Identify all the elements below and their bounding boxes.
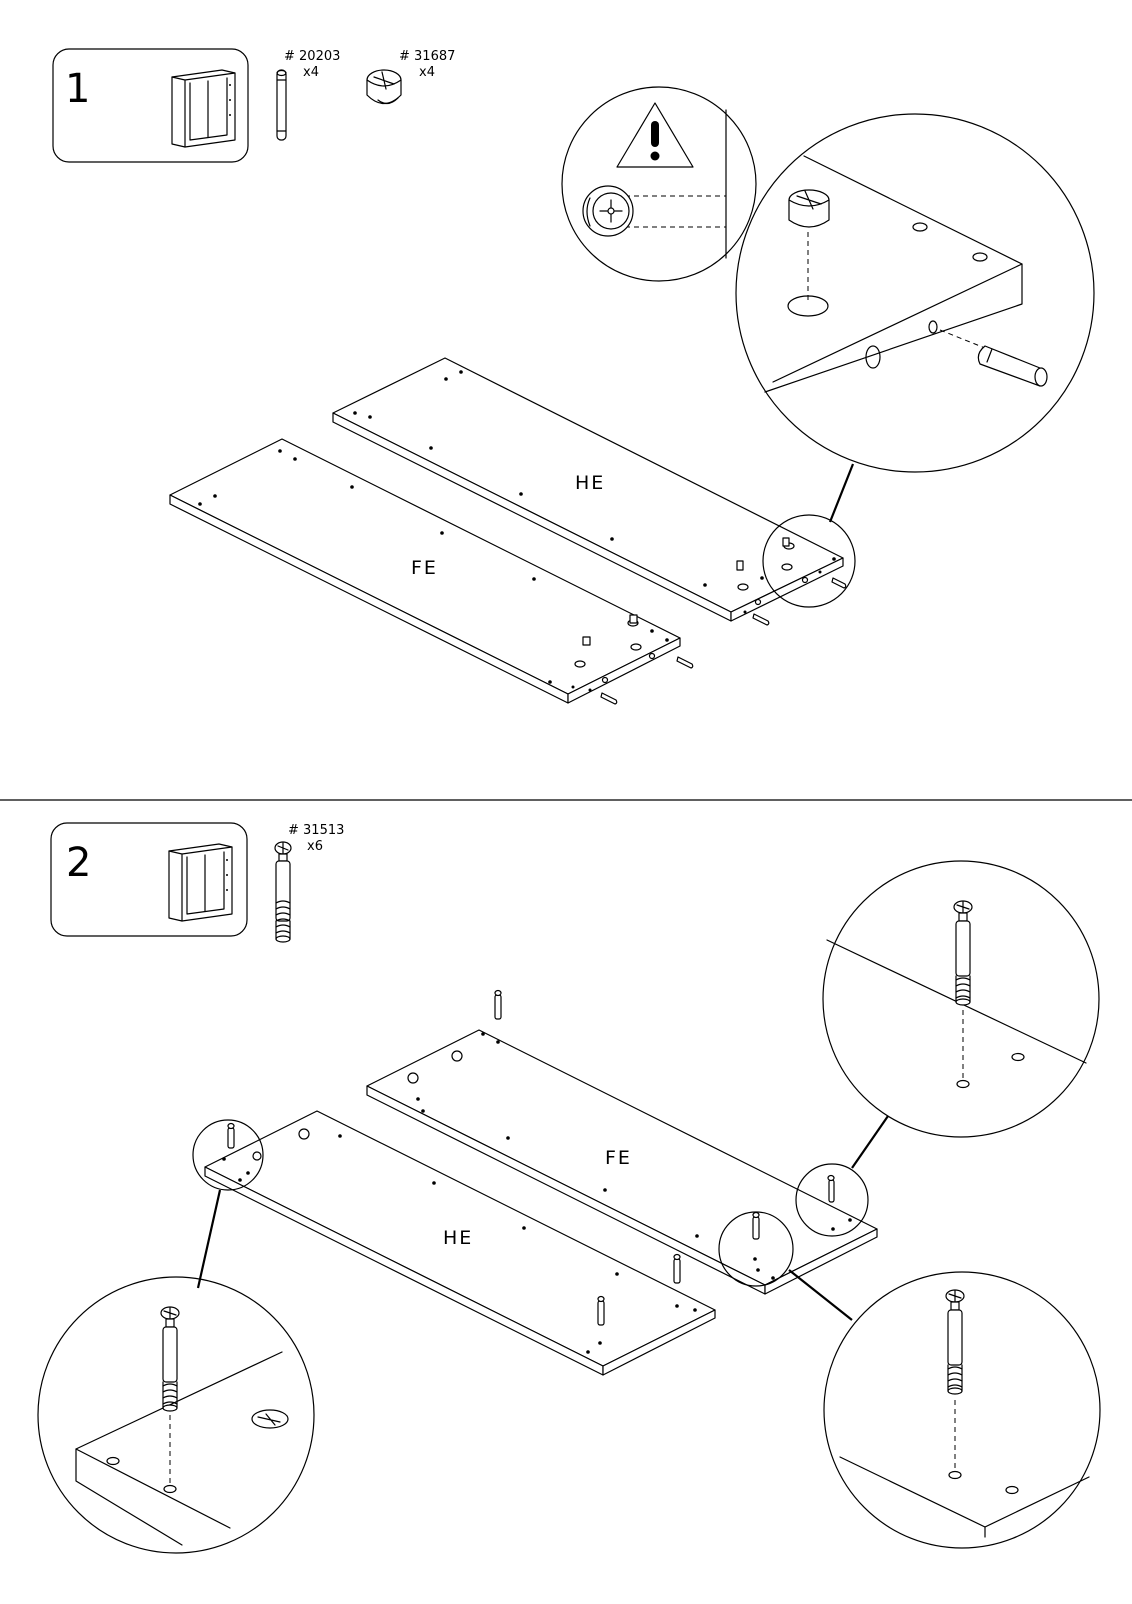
- cam-bolt-detail-bottom-right: [824, 1272, 1100, 1548]
- dowel-icon: [978, 346, 1047, 386]
- part-qty-31687: x4: [419, 65, 435, 80]
- cam-bolt-icon: [946, 1290, 964, 1394]
- cam-bolt-icon: [598, 1297, 604, 1326]
- cam-bolt-icon: [161, 1307, 179, 1411]
- cam-bolt-icon: [228, 1124, 234, 1149]
- cam-bolt-icon: [954, 901, 972, 1005]
- cam-bolt-detail-bottom-left: [38, 1277, 314, 1553]
- dowel-icon: [277, 70, 286, 140]
- cam-bolt-icon: [828, 1176, 834, 1203]
- cam-lock-orientation-icon: [583, 186, 633, 236]
- cam-lock-icon: [789, 190, 829, 227]
- cam-dowel-detail: [736, 114, 1094, 522]
- part-qty-31513: x6: [307, 839, 323, 854]
- step-1-header: 1 # 20203 x4 # 31687 x4: [53, 49, 455, 162]
- warning-detail: [562, 87, 756, 281]
- cam-bolt-icon: [674, 1255, 680, 1284]
- step-1-number: 1: [65, 66, 90, 112]
- board-label-he: HE: [575, 472, 605, 494]
- part-code-31513: # 31513: [288, 823, 344, 838]
- cam-lock-icon: [367, 70, 401, 104]
- cabinet-thumbnail-icon: [169, 844, 232, 921]
- cam-bolt-detail-top-right: [823, 861, 1099, 1137]
- part-qty-20203: x4: [303, 65, 319, 80]
- part-code-20203: # 20203: [284, 49, 340, 64]
- cabinet-thumbnail-icon: [172, 70, 235, 147]
- cam-bolt-icon: [753, 1213, 759, 1240]
- board-label-he-step2: HE: [443, 1227, 473, 1249]
- board-label-fe-step2: FE: [605, 1147, 632, 1169]
- step-2-number: 2: [66, 840, 91, 886]
- cam-lock-icon: [252, 1410, 288, 1428]
- cam-bolt-icon: [275, 842, 291, 942]
- part-code-31687: # 31687: [399, 49, 455, 64]
- board-label-fe: FE: [411, 557, 438, 579]
- cam-bolt-icon: [495, 991, 501, 1020]
- step-2-header: 2 # 31513 x6: [51, 823, 344, 942]
